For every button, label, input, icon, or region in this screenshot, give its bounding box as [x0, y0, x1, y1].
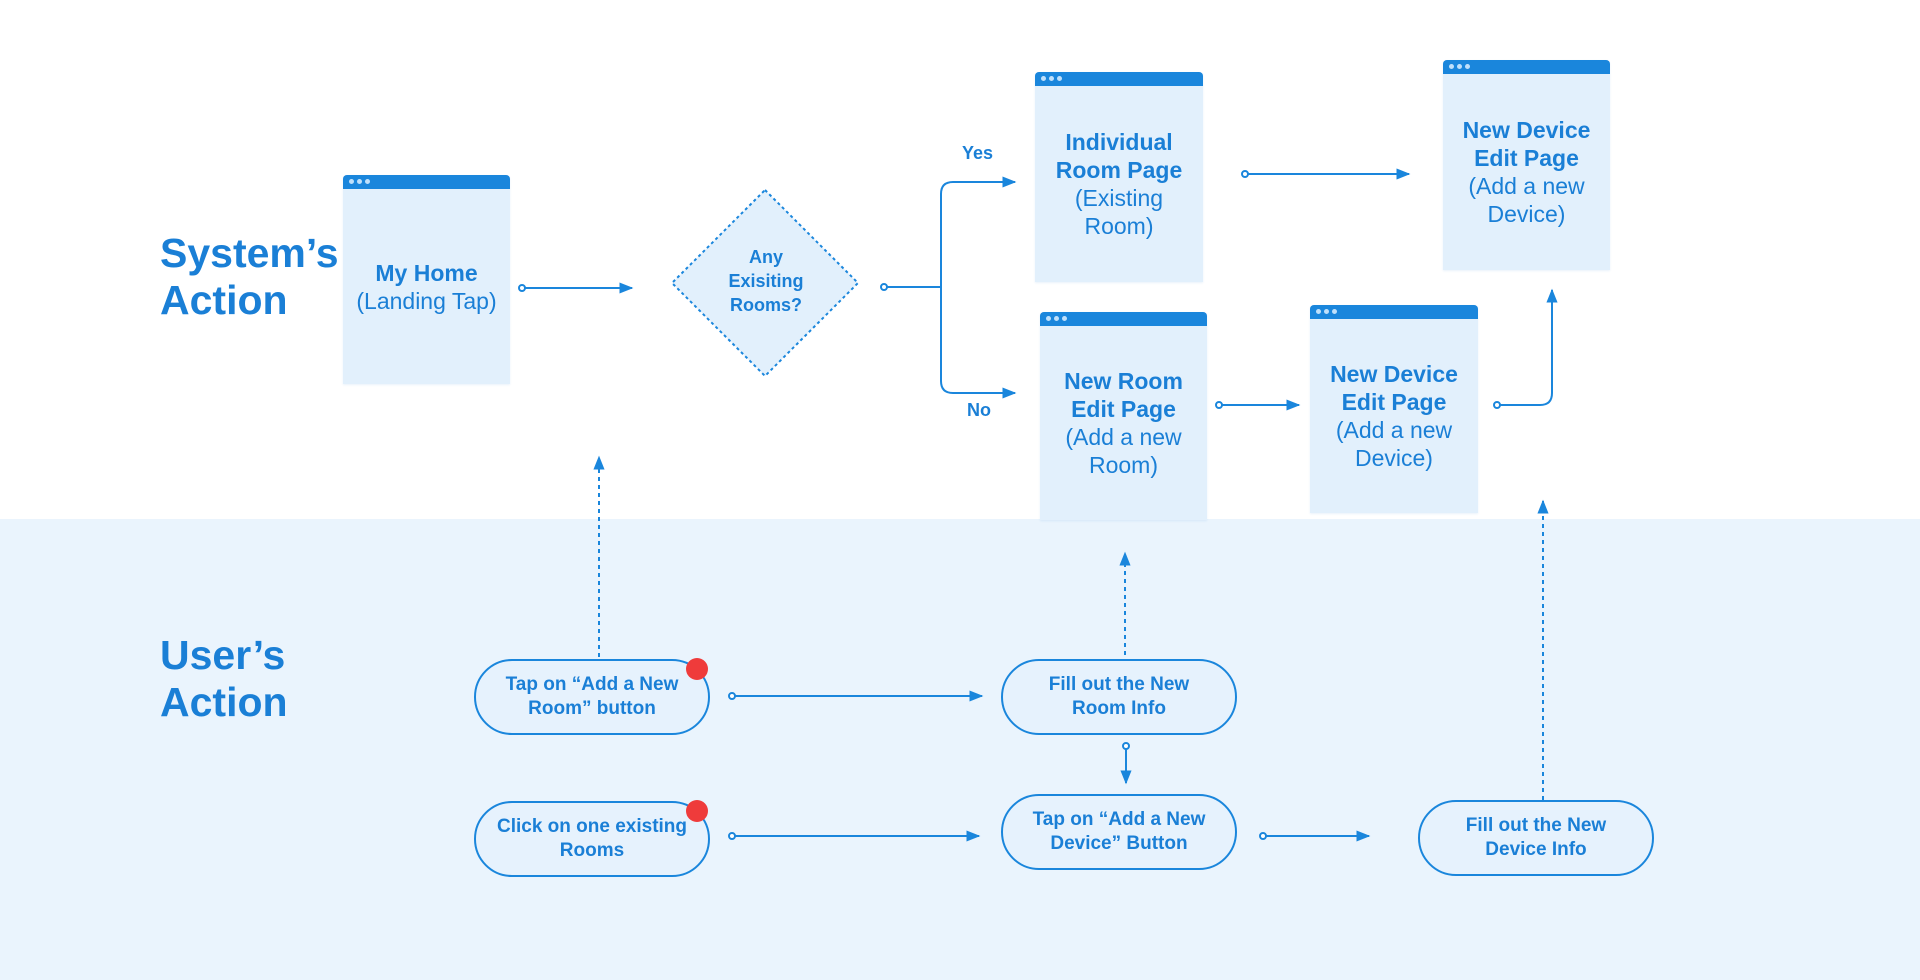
page-my-home: My Home (Landing Tap): [343, 175, 510, 384]
action-click-existing-room: Click on one existing Rooms: [474, 801, 710, 877]
branch-yes-label: Yes: [962, 143, 994, 163]
user-action-label: User’s Action: [160, 632, 288, 725]
page-new-device-top: New Device Edit Page (Add a new Device): [1443, 60, 1610, 270]
action-tap-add-room: Tap on “Add a New Room” button: [474, 659, 710, 735]
arrow-no-branch: [940, 287, 1017, 399]
user-action-lane: [0, 519, 1920, 980]
decision-label: Any Exisiting Rooms?: [728, 247, 804, 315]
branch-no-label: No: [967, 400, 991, 420]
action-fill-room-info: Fill out the New Room Info: [1001, 659, 1237, 735]
action-fill-device-info: Fill out the New Device Info: [1418, 800, 1654, 876]
arrow-device-to-device: [1500, 288, 1558, 406]
arrow-yes-branch: [887, 176, 1017, 288]
system-action-label: System’s Action: [160, 230, 339, 323]
page-new-device-mid: New Device Edit Page (Add a new Device): [1310, 305, 1478, 513]
page-new-room-edit: New Room Edit Page (Add a new Room): [1040, 312, 1207, 520]
decision-diamond: [670, 188, 860, 378]
page-individual-room: Individual Room Page (Existing Room): [1035, 72, 1203, 282]
alert-dot-add-room: [686, 658, 708, 680]
action-tap-add-device: Tap on “Add a New Device” Button: [1001, 794, 1237, 870]
alert-dot-existing-room: [686, 800, 708, 822]
